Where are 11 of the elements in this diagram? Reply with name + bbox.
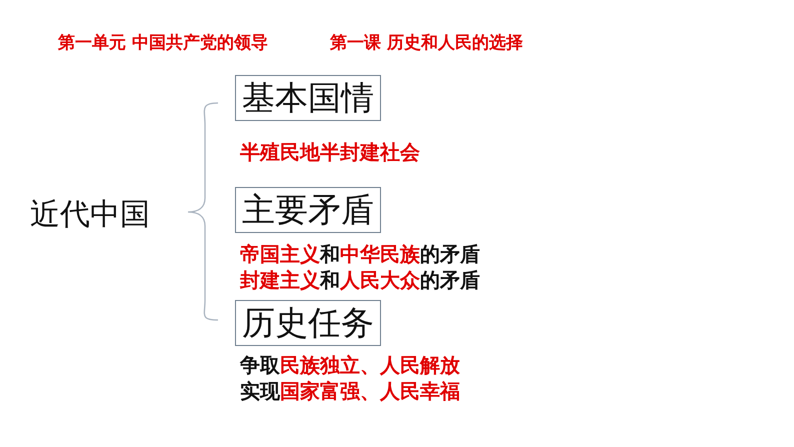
- heading-box: 主要矛盾: [235, 187, 381, 233]
- note-text: 封建主义和人民大众的矛盾: [240, 267, 480, 293]
- heading: 第一课 历史和人民的选择: [330, 32, 523, 54]
- heading-box: 历史任务: [235, 300, 381, 346]
- note-text: 帝国主义和中华民族的矛盾: [240, 241, 480, 267]
- note-text: 实现国家富强、人民幸福: [240, 378, 460, 404]
- heading: 第一单元 中国共产党的领导: [58, 32, 268, 54]
- note-text: 半殖民地半封建社会: [240, 139, 420, 165]
- note-text: 争取民族独立、人民解放: [240, 352, 460, 378]
- heading-box: 基本国情: [235, 75, 381, 121]
- topic-text: 近代中国: [30, 196, 150, 234]
